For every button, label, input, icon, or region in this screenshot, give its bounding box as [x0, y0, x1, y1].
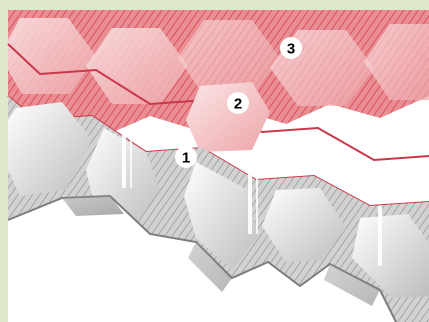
marker-1-label: 1 [182, 150, 190, 167]
marker-2: 2 [227, 92, 249, 114]
marker-3: 3 [280, 37, 302, 59]
marker-2-label: 2 [234, 96, 242, 113]
marker-3-label: 3 [287, 41, 295, 58]
marker-1: 1 [175, 146, 197, 168]
